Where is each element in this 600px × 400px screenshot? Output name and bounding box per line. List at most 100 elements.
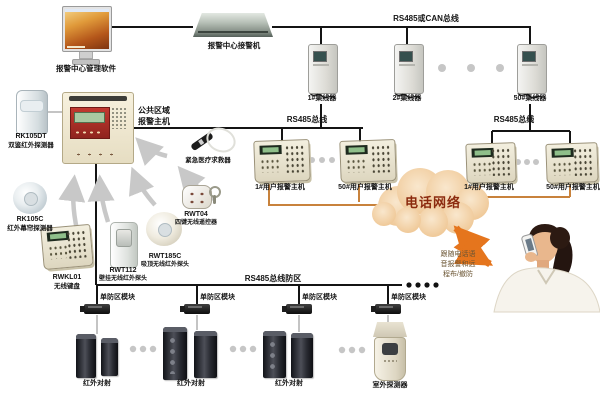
module-drop-wires — [47, 111, 389, 334]
rwt04-remote — [182, 185, 212, 209]
rk105c-name: 红外幕帘探测器 — [7, 225, 53, 232]
voice-link-arrow — [453, 225, 494, 268]
zone-module-2-label: 单防区模块 — [200, 294, 235, 301]
user-keypad-50 — [339, 139, 397, 183]
bottom-bus-label: RS485总线防区 — [244, 274, 302, 283]
management-pc-monitor — [62, 6, 112, 65]
left-bus-label: RS485总线 — [286, 115, 328, 124]
panel-label-line2: 报警主机 — [138, 117, 170, 126]
hub-1-label: 1#集线器 — [307, 95, 337, 102]
telephone-network-cloud — [372, 168, 489, 237]
outdoor-detector-label: 室外探测器 — [372, 382, 408, 389]
keypad-keys — [572, 147, 594, 176]
monitor-label: 报警中心管理软件 — [56, 64, 116, 73]
rk105c-detector — [13, 182, 47, 214]
hub-1-device — [308, 44, 338, 94]
rwt04-model: RWT04 — [184, 211, 208, 218]
ir-beam-label-1: 红外对射 — [83, 380, 111, 387]
keypad-keys — [551, 161, 573, 176]
zone-module-4-label: 单防区模块 — [391, 294, 426, 301]
phone-note-line3: 程布/撤防 — [443, 271, 473, 278]
user-keypad-1b — [465, 142, 517, 184]
detector-lens — [382, 343, 398, 355]
cloud-label: 电话网络 — [404, 195, 461, 210]
panel-speaker-grille — [111, 107, 127, 129]
ir-beam-tower — [101, 338, 118, 376]
hub-cords — [309, 92, 543, 99]
hub-2-device — [394, 44, 424, 94]
keypad-keys — [471, 160, 493, 176]
zone-module-1 — [80, 304, 110, 314]
rk105dt-name: 双鉴红外探测器 — [8, 142, 54, 149]
rk105c-model: RK105C — [16, 216, 44, 223]
keypad-display — [551, 147, 574, 158]
phone-note-line2: 音报警和远 — [440, 261, 476, 268]
keypad-50b-label: 50#用户报警主机 — [546, 184, 600, 191]
rk105dt-model: RK105DT — [15, 133, 47, 140]
monitor-stand — [79, 52, 93, 59]
receiver-label: 报警中心接警机 — [207, 41, 261, 50]
keypad-keys — [370, 144, 392, 173]
keypad-50-label: 50#用户报警主机 — [338, 184, 392, 191]
keypad-keys — [345, 158, 367, 173]
caller-person — [493, 224, 600, 313]
monitor-base — [72, 59, 100, 65]
monitor-frame — [62, 6, 112, 52]
detector-hood — [373, 322, 407, 337]
right-bus-label: RS485总线 — [493, 115, 535, 124]
rwt112-detector — [110, 222, 138, 268]
panel-display-module — [70, 107, 110, 139]
remote-keyring — [209, 186, 221, 204]
keypad-display — [259, 145, 282, 155]
keypad-keys — [259, 158, 281, 173]
hub-2-label: 2#集线器 — [392, 95, 422, 102]
bus-end-dots — [406, 282, 439, 288]
rwt04-name: 四键无线遥控器 — [174, 220, 217, 226]
top-bus-label: RS485或CAN总线 — [393, 14, 459, 23]
rk105dt-detector — [16, 90, 48, 134]
ir-beam-tower — [76, 334, 96, 378]
bus-wires — [95, 26, 571, 304]
ir-beam-label-3: 红外对射 — [275, 380, 303, 387]
ir-beam-tower — [163, 327, 187, 380]
receiver-chassis — [193, 13, 273, 37]
rwkl01-name: 无线键盘 — [54, 283, 80, 290]
panel-label-line1: 公共区域 — [138, 106, 170, 115]
ir-beam-label-2: 红外对射 — [177, 380, 205, 387]
outdoor-detector — [373, 322, 407, 381]
public-area-alarm-panel — [62, 92, 134, 164]
zone-module-3 — [282, 304, 312, 314]
keypad-keys — [65, 229, 88, 259]
panel-buttons — [73, 152, 117, 157]
user-keypad-1 — [253, 139, 311, 183]
rwt185c-name: 吸顶无线红外探头 — [140, 262, 189, 268]
rwt112-name: 壁挂无线红外探头 — [98, 276, 147, 282]
keypad-1-label: 1#用户报警主机 — [255, 184, 305, 191]
rwt112-model: RWT112 — [109, 267, 137, 274]
ir-beam-tower — [263, 331, 286, 378]
phone-note-line1: 跟随电话语 — [440, 251, 476, 258]
alarm-center-receiver — [193, 13, 273, 37]
detector-body — [374, 337, 406, 381]
hub-50-label: 50#集线器 — [513, 95, 547, 102]
zone-module-3-label: 单防区模块 — [302, 294, 337, 301]
keypad-keys — [47, 243, 69, 260]
ir-beam-tower — [291, 333, 313, 378]
keypad-keys — [490, 147, 512, 176]
rwt185c-model: RWT185C — [148, 253, 182, 260]
detector-vents — [383, 359, 397, 363]
keypad-1b-label: 1#用户报警主机 — [464, 184, 514, 191]
keypad-keys — [284, 144, 306, 173]
emergency-name: 紧急医疗求救器 — [185, 157, 231, 164]
zone-module-1-label: 单防区模块 — [100, 294, 135, 301]
user-keypad-50b — [545, 142, 599, 184]
monitor-screen — [65, 9, 109, 49]
hub-50-device — [517, 44, 547, 94]
rwt185c-detector — [146, 212, 182, 246]
ir-beam-tower — [194, 331, 217, 378]
zone-module-4 — [371, 304, 401, 314]
zone-module-2 — [180, 304, 210, 314]
continuation-dots — [129, 64, 539, 354]
